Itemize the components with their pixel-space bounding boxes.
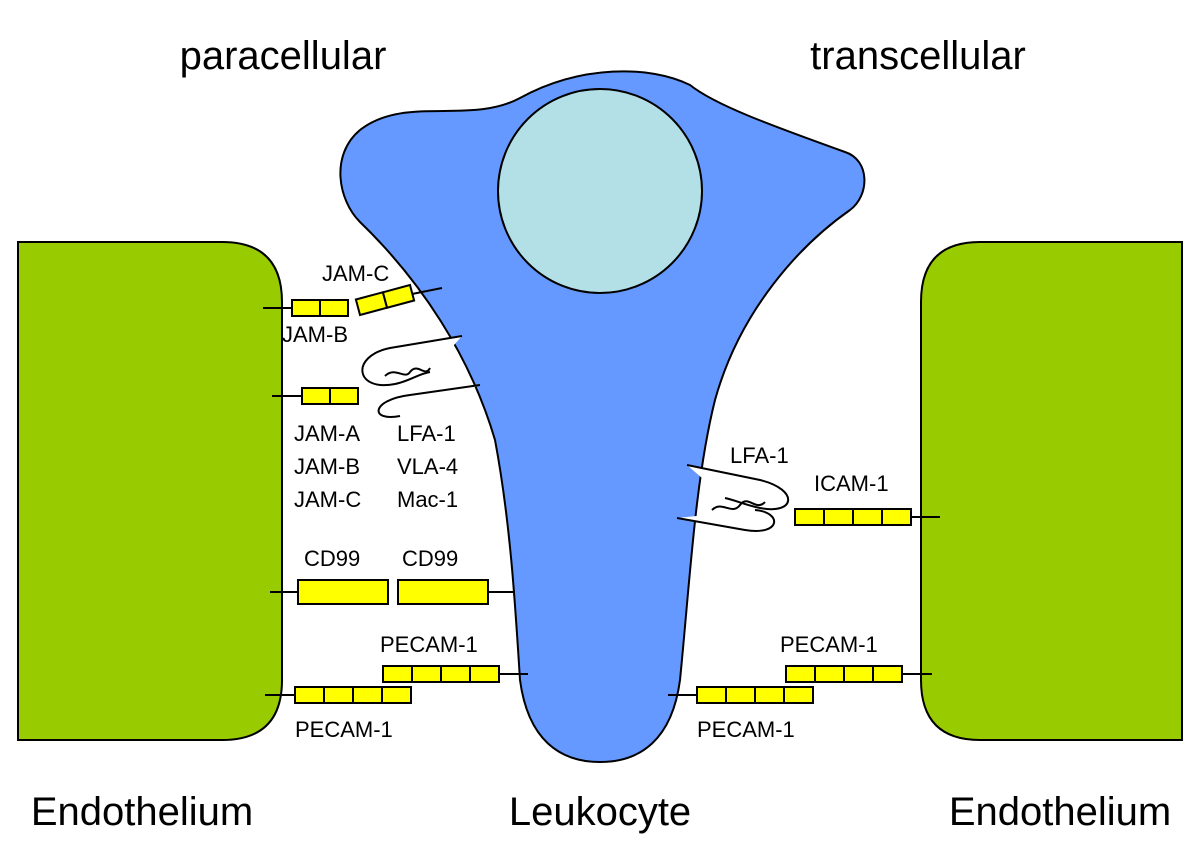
label-pecam-left-lower: PECAM-1: [295, 717, 393, 742]
jam-a-molecule: [272, 387, 359, 405]
endothelium-left-cell: [17, 241, 283, 741]
label-jam-c-top: JAM-C: [322, 261, 389, 286]
leukocyte-nucleus: [497, 88, 703, 294]
label-pecam-right-lower: PECAM-1: [697, 717, 795, 742]
label-pecam-right-upper: PECAM-1: [780, 632, 878, 657]
integrin-right: [676, 464, 790, 532]
integrin-left: [361, 335, 481, 419]
label-lfa-1-left: LFA-1: [397, 421, 456, 446]
label-cd99-right: CD99: [402, 546, 458, 571]
label-endothelium-right: Endothelium: [949, 790, 1171, 834]
jam-b-jam-c-pair: [263, 283, 443, 317]
endothelium-right-cell: [920, 241, 1183, 741]
label-pecam-left-upper: PECAM-1: [380, 632, 478, 657]
label-mac-1: Mac-1: [397, 487, 458, 512]
icam-1-molecule: [794, 508, 940, 526]
label-jam-b-top: JAM-B: [282, 322, 348, 347]
label-lfa-1-right: LFA-1: [730, 443, 789, 468]
heading-paracellular: paracellular: [180, 34, 387, 78]
label-icam-1: ICAM-1: [814, 471, 889, 496]
pecam-right-pair: [668, 665, 932, 704]
label-endothelium-left: Endothelium: [31, 790, 253, 834]
cd99-pair: [270, 579, 515, 605]
label-jam-a: JAM-A: [294, 421, 360, 446]
heading-transcellular: transcellular: [810, 34, 1026, 78]
leukocyte-cell: [339, 70, 866, 764]
label-cd99-left: CD99: [304, 546, 360, 571]
label-vla-4: VLA-4: [397, 454, 458, 479]
label-jam-b: JAM-B: [294, 454, 360, 479]
label-leukocyte: Leukocyte: [509, 790, 691, 834]
pecam-left-pair: [265, 665, 528, 704]
label-jam-c: JAM-C: [294, 487, 361, 512]
